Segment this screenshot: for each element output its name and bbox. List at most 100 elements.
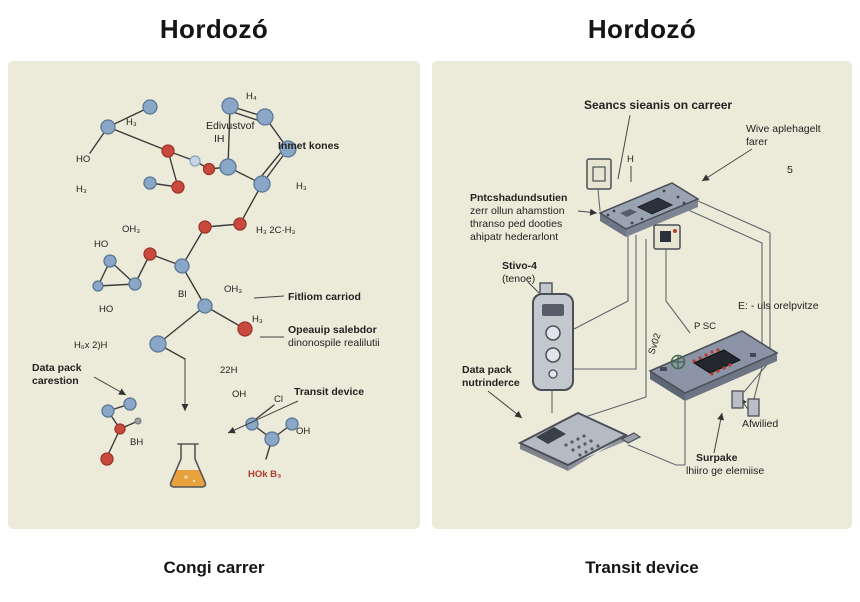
formula-label: OH₃: [224, 284, 242, 295]
atom: [202, 162, 216, 176]
ground-symbol-icon: [670, 354, 686, 370]
connector-blocks: [731, 390, 760, 417]
right-caption: Transit device: [585, 558, 699, 577]
annotation: Transit device: [294, 386, 364, 398]
formula-label: Cl: [274, 394, 283, 405]
transit-remote: [517, 411, 642, 471]
remote-connector: [620, 432, 642, 444]
atom: [143, 176, 157, 190]
atom: [143, 247, 157, 261]
atom: [101, 404, 115, 418]
atom: [279, 140, 297, 158]
atom: [92, 280, 104, 292]
atom: [285, 417, 299, 431]
annotation: Sv02: [646, 332, 663, 356]
formula-label: HO: [99, 304, 113, 315]
aux-chip: [653, 224, 681, 250]
annotation: 5: [787, 164, 793, 176]
annotation: thranso ped dooties: [470, 218, 562, 230]
device-diagram: Seancs sieanis on carreer Wive aplehagel…: [462, 98, 821, 477]
atom: [123, 397, 137, 411]
atom: [134, 417, 142, 425]
flask-icon: [169, 443, 207, 488]
annotation: Surpake: [696, 452, 738, 464]
annotation: ahipatr hederarlont: [470, 231, 558, 243]
atom: [100, 452, 114, 466]
formula-label: H₃: [126, 117, 137, 128]
annotation: Wive aplehagelt: [746, 123, 821, 135]
atom: [221, 97, 239, 115]
pcb-chip: [636, 197, 674, 215]
annotation: IH: [214, 133, 225, 145]
annotation: Edivustvof: [206, 120, 255, 132]
atom: [189, 155, 201, 167]
remote-keypad: [564, 434, 600, 457]
molecule-arrows: [93, 295, 299, 434]
atom: [219, 158, 237, 176]
molecule-diagram: H₃ HO H₃ Edivustvof IH H₄ Inmet kones H₃…: [32, 91, 380, 488]
atom: [128, 277, 142, 291]
annotation: P SC: [694, 321, 716, 332]
formula-label: HO: [76, 154, 90, 165]
annotation: Data pack: [32, 362, 82, 374]
annotation: lhiiro ge elemiise: [686, 465, 764, 477]
formula-label: H₄: [246, 91, 257, 102]
formula-label: H₃ 2C·H₃: [256, 225, 296, 236]
sensor-chip: [586, 158, 612, 190]
formula-label: 22H: [220, 365, 238, 376]
atom: [197, 298, 213, 314]
atom: [149, 335, 167, 353]
atom: [161, 144, 175, 158]
annotation: Pntcshadundsutien: [470, 192, 567, 204]
atom: [233, 217, 247, 231]
atom: [171, 180, 185, 194]
atom: [264, 431, 280, 447]
annotation: E: - uls orelpvitze: [738, 300, 819, 312]
atom: [256, 108, 274, 126]
main-pcb: [598, 182, 700, 237]
remote-button: [545, 347, 561, 363]
atom: [198, 220, 212, 234]
atom: [253, 175, 271, 193]
annotation: nutrinderce: [462, 377, 520, 389]
atom: [114, 423, 126, 435]
annotation: Seancs sieanis on carreer: [584, 98, 732, 112]
formula-label: H₃: [76, 184, 87, 195]
right-panel: Seancs sieanis on carreer Wive aplehagel…: [432, 61, 852, 529]
tilted-pcb: [648, 330, 779, 401]
handheld-remote: [532, 282, 574, 391]
atom: [142, 99, 158, 115]
formula-label: Bl: [178, 289, 186, 300]
annotation: Data pack: [462, 364, 512, 376]
leader-lines: [487, 114, 753, 454]
annotation: Afwilied: [742, 418, 778, 430]
annotation: farer: [746, 136, 768, 148]
formula-label: OH₃: [122, 224, 140, 235]
molecule-labels: H₃ HO H₃ Edivustvof IH H₄ Inmet kones H₃…: [32, 91, 380, 480]
annotation: (tenoe): [502, 273, 535, 285]
left-panel: H₃ HO H₃ Edivustvof IH H₄ Inmet kones H₃…: [8, 61, 420, 529]
formula-label: H₃: [296, 181, 307, 192]
remote-button: [545, 325, 561, 341]
formula-label: OH: [296, 426, 310, 437]
formula-label: OH: [232, 389, 246, 400]
annotation: Fitliom carriod: [288, 291, 361, 303]
formula-label: HO: [94, 239, 108, 250]
atom: [237, 321, 253, 337]
atom: [174, 258, 190, 274]
remote-button: [548, 369, 558, 379]
annotation: carestion: [32, 375, 79, 387]
formula-label: BH: [130, 437, 143, 448]
annotation: dinonospile realilutii: [288, 337, 380, 349]
remote-screen: [536, 427, 566, 444]
annotation: H: [627, 154, 634, 165]
wires: [551, 188, 771, 466]
left-caption: Congi carrer: [163, 558, 265, 577]
right-panel-title: Hordozó: [587, 14, 697, 44]
annotation: zerr ollun ahamstion: [470, 205, 565, 217]
formula-label: HOk B₃: [248, 469, 281, 480]
atom: [100, 119, 116, 135]
atom: [103, 254, 117, 268]
formula-label: H₆x 2)H: [74, 340, 108, 351]
left-panel-title: Hordozó: [159, 14, 269, 44]
